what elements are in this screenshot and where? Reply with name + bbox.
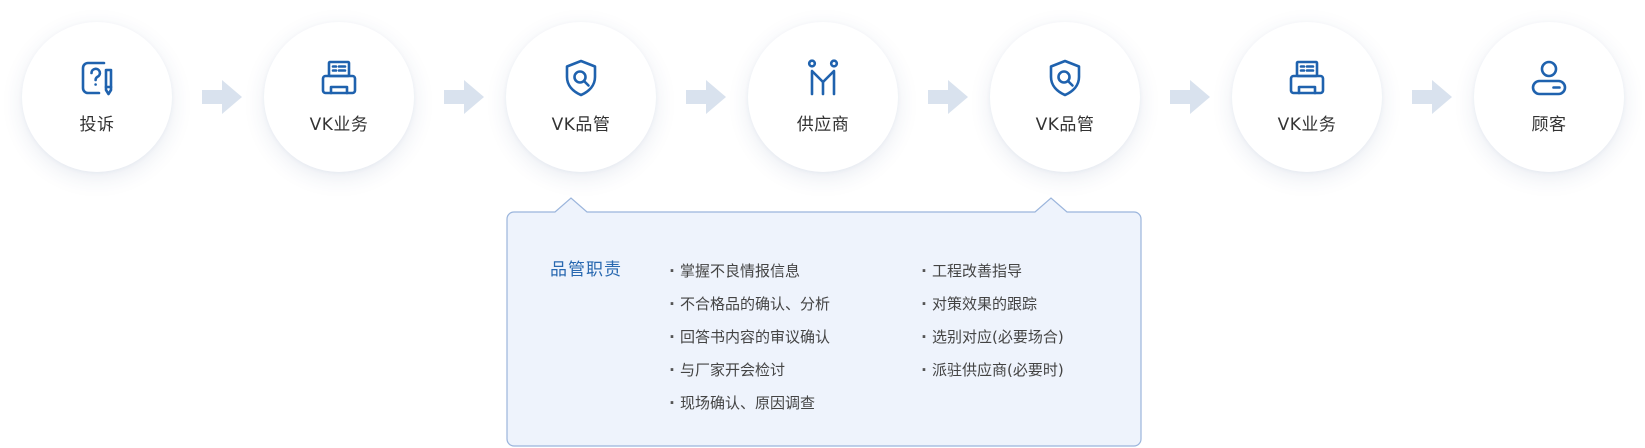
list-item: 派驻供应商(必要时) xyxy=(918,354,1064,387)
list-item: 工程改善指导 xyxy=(918,255,1064,288)
step-label: VK业务 xyxy=(309,115,369,135)
step-vk-quality-1: VK品管 xyxy=(506,22,656,172)
customer-user-icon xyxy=(1529,58,1569,98)
step-label: VK品管 xyxy=(551,115,611,135)
people-pair-icon xyxy=(803,58,843,98)
arrow-right-icon xyxy=(1412,80,1452,114)
fax-printer-icon xyxy=(1287,58,1327,98)
step-label: 投诉 xyxy=(79,115,115,135)
responsibility-list-1: 掌握不良情报信息 不合格品的确认、分析 回答书内容的审议确认 与厂家开会检讨 现… xyxy=(666,255,830,420)
arrow-right-icon xyxy=(928,80,968,114)
arrow-right-icon xyxy=(686,80,726,114)
step-vk-quality-2: VK品管 xyxy=(990,22,1140,172)
responsibility-list-2: 工程改善指导 对策效果的跟踪 选别对应(必要场合) 派驻供应商(必要时) xyxy=(918,255,1064,387)
list-item: 回答书内容的审议确认 xyxy=(666,321,830,354)
step-label: VK品管 xyxy=(1035,115,1095,135)
step-complaint: 投诉 xyxy=(22,22,172,172)
step-label: 顾客 xyxy=(1531,115,1567,135)
step-supplier: 供应商 xyxy=(748,22,898,172)
list-item: 不合格品的确认、分析 xyxy=(666,288,830,321)
list-item: 掌握不良情报信息 xyxy=(666,255,830,288)
list-item: 对策效果的跟踪 xyxy=(918,288,1064,321)
shield-search-icon xyxy=(561,58,601,98)
shield-search-icon xyxy=(1045,58,1085,98)
step-label: VK业务 xyxy=(1277,115,1337,135)
step-label: 供应商 xyxy=(796,115,850,135)
step-vk-business: VK业务 xyxy=(264,22,414,172)
complaint-document-icon xyxy=(77,58,117,98)
arrow-right-icon xyxy=(444,80,484,114)
quality-responsibilities-panel: 品管职责 掌握不良情报信息 不合格品的确认、分析 回答书内容的审议确认 与厂家开… xyxy=(506,196,1142,448)
process-flow: 投诉 VK业务 VK品管 xyxy=(0,0,1645,200)
step-vk-business-2: VK业务 xyxy=(1232,22,1382,172)
step-customer: 顾客 xyxy=(1474,22,1624,172)
arrow-right-icon xyxy=(202,80,242,114)
fax-printer-icon xyxy=(319,58,359,98)
list-item: 现场确认、原因调查 xyxy=(666,387,830,420)
panel-title: 品管职责 xyxy=(550,260,622,280)
arrow-right-icon xyxy=(1170,80,1210,114)
list-item: 选别对应(必要场合) xyxy=(918,321,1064,354)
list-item: 与厂家开会检讨 xyxy=(666,354,830,387)
